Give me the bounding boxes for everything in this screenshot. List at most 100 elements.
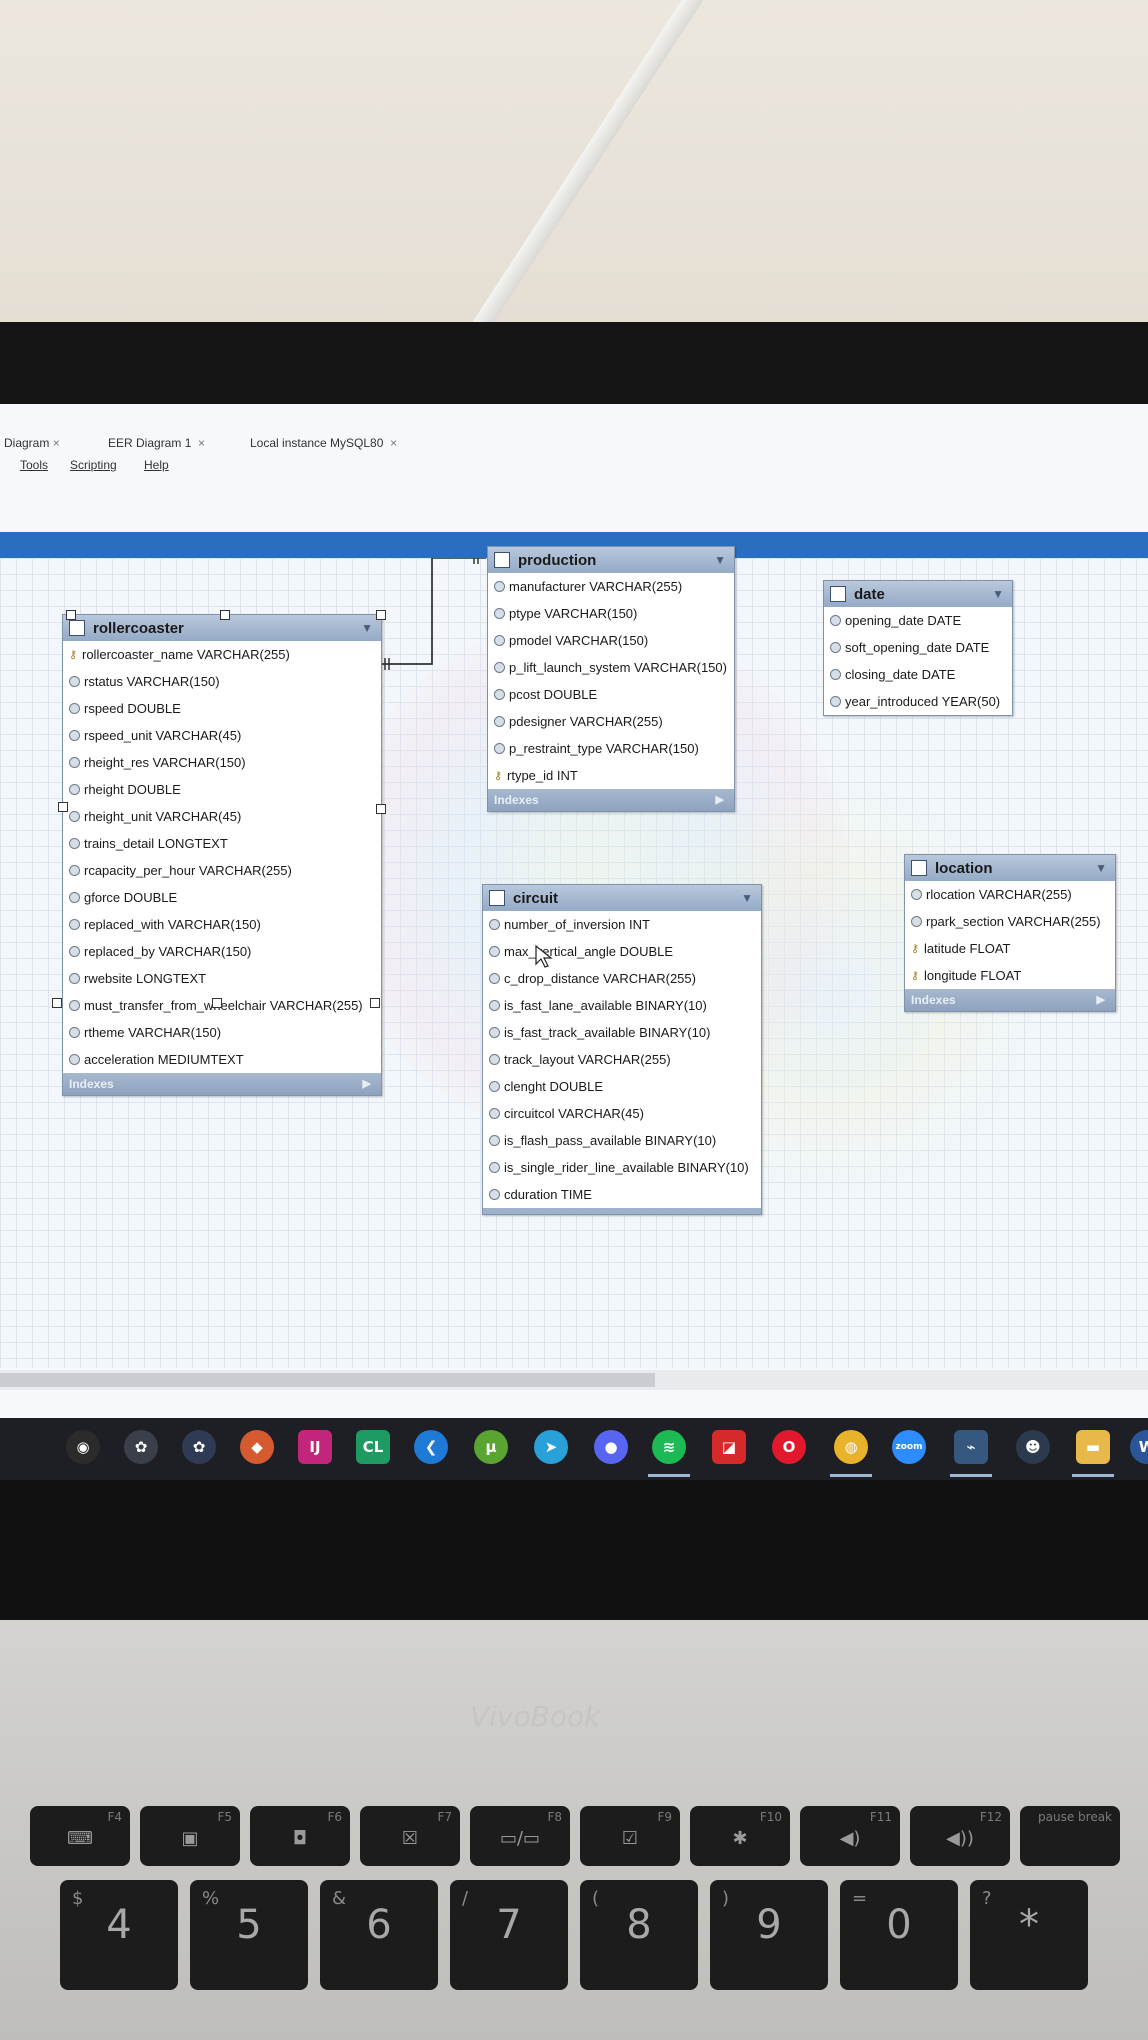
column-row[interactable]: c_drop_distance VARCHAR(255) bbox=[483, 965, 761, 992]
expand-arrow-icon[interactable]: ▶ bbox=[1096, 994, 1105, 1006]
key-*[interactable]: ?* bbox=[970, 1880, 1088, 1990]
resize-handle[interactable] bbox=[212, 998, 222, 1008]
close-icon[interactable]: × bbox=[198, 436, 206, 450]
collapse-arrow-icon[interactable]: ▼ bbox=[714, 553, 726, 567]
column-row[interactable]: rwebsite LONGTEXT bbox=[63, 965, 381, 992]
horizontal-scrollbar[interactable] bbox=[0, 1370, 1148, 1390]
table-rollercoaster[interactable]: rollercoaster▼ ⚷rollercoaster_name VARCH… bbox=[62, 614, 382, 1096]
column-row[interactable]: ⚷latitude FLOAT bbox=[905, 935, 1115, 962]
fkey-5[interactable]: F5▣ bbox=[140, 1806, 240, 1866]
column-row[interactable]: replaced_with VARCHAR(150) bbox=[63, 911, 381, 938]
spotify-icon[interactable]: ≋ bbox=[652, 1430, 686, 1464]
column-row[interactable]: pdesigner VARCHAR(255) bbox=[488, 708, 734, 735]
fkey-9[interactable]: F9☑ bbox=[580, 1806, 680, 1866]
column-row[interactable]: year_introduced YEAR(50) bbox=[824, 688, 1012, 715]
column-row[interactable]: rheight_res VARCHAR(150) bbox=[63, 749, 381, 776]
column-row[interactable]: replaced_by VARCHAR(150) bbox=[63, 938, 381, 965]
column-row[interactable]: is_fast_lane_available BINARY(10) bbox=[483, 992, 761, 1019]
column-row[interactable]: closing_date DATE bbox=[824, 661, 1012, 688]
fkey-7[interactable]: F7☒ bbox=[360, 1806, 460, 1866]
opera-icon[interactable]: O bbox=[772, 1430, 806, 1464]
scrollbar-thumb[interactable] bbox=[0, 1373, 655, 1387]
column-row[interactable]: rpark_section VARCHAR(255) bbox=[905, 908, 1115, 935]
chrome-icon[interactable]: ◍ bbox=[834, 1430, 868, 1464]
column-row[interactable]: pmodel VARCHAR(150) bbox=[488, 627, 734, 654]
fkey-10[interactable]: F10✱ bbox=[690, 1806, 790, 1866]
column-row[interactable]: circuitcol VARCHAR(45) bbox=[483, 1100, 761, 1127]
resize-handle[interactable] bbox=[58, 802, 68, 812]
collapse-arrow-icon[interactable]: ▼ bbox=[992, 587, 1004, 601]
indexes-section[interactable]: Indexes▶ bbox=[488, 789, 734, 811]
indexes-section[interactable]: Indexes▶ bbox=[905, 989, 1115, 1011]
column-row[interactable]: must_transfer_from_wheelchair VARCHAR(25… bbox=[63, 992, 381, 1019]
fkey-6[interactable]: F6◘ bbox=[250, 1806, 350, 1866]
clion-icon[interactable]: CL bbox=[356, 1430, 390, 1464]
column-row[interactable]: is_flash_pass_available BINARY(10) bbox=[483, 1127, 761, 1154]
davinci-resolve-2-icon[interactable]: ✿ bbox=[182, 1430, 216, 1464]
file-explorer-icon[interactable]: ▬ bbox=[1076, 1430, 1110, 1464]
resize-handle[interactable] bbox=[376, 610, 386, 620]
table-header[interactable]: location▼ bbox=[905, 855, 1115, 881]
expand-arrow-icon[interactable]: ▶ bbox=[715, 794, 724, 806]
column-row[interactable]: ⚷rtype_id INT bbox=[488, 762, 734, 789]
column-row[interactable]: cduration TIME bbox=[483, 1181, 761, 1208]
column-row[interactable]: clenght DOUBLE bbox=[483, 1073, 761, 1100]
utorrent-icon[interactable]: µ bbox=[474, 1430, 508, 1464]
obs-icon[interactable]: ◉ bbox=[66, 1430, 100, 1464]
menu-scripting[interactable]: Scripting bbox=[70, 458, 117, 472]
resize-handle[interactable] bbox=[66, 610, 76, 620]
key-8[interactable]: (8 bbox=[580, 1880, 698, 1990]
close-icon[interactable]: × bbox=[52, 436, 60, 450]
collapse-arrow-icon[interactable]: ▼ bbox=[361, 621, 373, 635]
table-header[interactable]: date▼ bbox=[824, 581, 1012, 607]
git-icon[interactable]: ◆ bbox=[240, 1430, 274, 1464]
column-row[interactable]: p_lift_launch_system VARCHAR(150) bbox=[488, 654, 734, 681]
column-row[interactable]: track_layout VARCHAR(255) bbox=[483, 1046, 761, 1073]
penguin-icon[interactable]: ☻ bbox=[1016, 1430, 1050, 1464]
column-row[interactable]: opening_date DATE bbox=[824, 607, 1012, 634]
key-9[interactable]: )9 bbox=[710, 1880, 828, 1990]
telegram-icon[interactable]: ➤ bbox=[534, 1430, 568, 1464]
tab-eer-diagram[interactable]: EER Diagram 1 × bbox=[108, 436, 206, 450]
column-row[interactable]: rspeed_unit VARCHAR(45) bbox=[63, 722, 381, 749]
column-row[interactable]: gforce DOUBLE bbox=[63, 884, 381, 911]
column-row[interactable]: number_of_inversion INT bbox=[483, 911, 761, 938]
word-icon[interactable]: W bbox=[1130, 1430, 1148, 1464]
resize-handle[interactable] bbox=[220, 610, 230, 620]
tab-diagram[interactable]: Diagram × bbox=[4, 436, 60, 450]
fkey-11[interactable]: F11◀) bbox=[800, 1806, 900, 1866]
table-header[interactable]: production▼ bbox=[488, 547, 734, 573]
column-row[interactable]: rspeed DOUBLE bbox=[63, 695, 381, 722]
column-row[interactable]: max_vertical_angle DOUBLE bbox=[483, 938, 761, 965]
column-row[interactable]: is_single_rider_line_available BINARY(10… bbox=[483, 1154, 761, 1181]
resize-handle[interactable] bbox=[376, 804, 386, 814]
column-row[interactable]: manufacturer VARCHAR(255) bbox=[488, 573, 734, 600]
menu-tools[interactable]: Tools bbox=[20, 458, 49, 472]
indexes-section[interactable]: Indexes▶ bbox=[63, 1073, 381, 1095]
expand-arrow-icon[interactable]: ▶ bbox=[362, 1078, 371, 1090]
key-5[interactable]: %5 bbox=[190, 1880, 308, 1990]
column-row[interactable]: ⚷rollercoaster_name VARCHAR(255) bbox=[63, 641, 381, 668]
collapse-arrow-icon[interactable]: ▼ bbox=[1095, 861, 1107, 875]
close-icon[interactable]: × bbox=[390, 436, 398, 450]
column-row[interactable]: rheight DOUBLE bbox=[63, 776, 381, 803]
key-4[interactable]: $4 bbox=[60, 1880, 178, 1990]
collapse-arrow-icon[interactable]: ▼ bbox=[741, 891, 753, 905]
key-0[interactable]: =0 bbox=[840, 1880, 958, 1990]
intellij-icon[interactable]: IJ bbox=[298, 1430, 332, 1464]
column-row[interactable]: pcost DOUBLE bbox=[488, 681, 734, 708]
davinci-resolve-icon[interactable]: ✿ bbox=[124, 1430, 158, 1464]
amd-icon[interactable]: ◪ bbox=[712, 1430, 746, 1464]
tab-local-instance[interactable]: Local instance MySQL80 × bbox=[250, 436, 398, 450]
vscode-icon[interactable]: ❮ bbox=[414, 1430, 448, 1464]
table-production[interactable]: production▼ manufacturer VARCHAR(255)pty… bbox=[487, 546, 735, 812]
resize-handle[interactable] bbox=[370, 998, 380, 1008]
menu-help[interactable]: Help bbox=[144, 458, 169, 472]
resize-handle[interactable] bbox=[52, 998, 62, 1008]
column-row[interactable]: rtheme VARCHAR(150) bbox=[63, 1019, 381, 1046]
table-location[interactable]: location▼ rlocation VARCHAR(255)rpark_se… bbox=[904, 854, 1116, 1012]
column-row[interactable]: ⚷longitude FLOAT bbox=[905, 962, 1115, 989]
column-row[interactable]: rcapacity_per_hour VARCHAR(255) bbox=[63, 857, 381, 884]
